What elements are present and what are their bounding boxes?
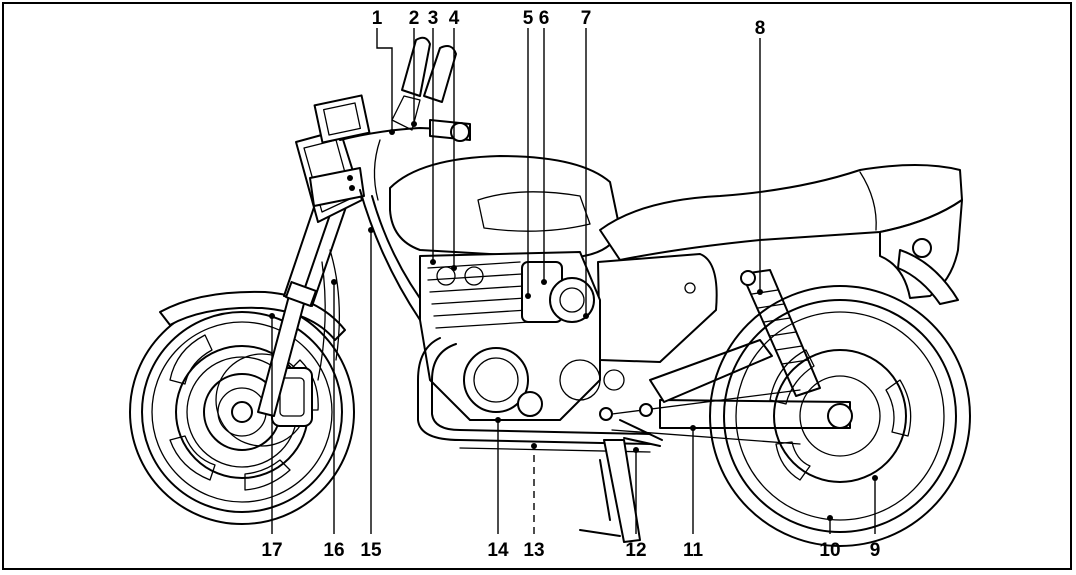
callout-3: 3 bbox=[428, 8, 439, 29]
callout-15: 15 bbox=[360, 540, 382, 561]
callout-12: 12 bbox=[625, 540, 646, 561]
frame-downtube bbox=[359, 189, 421, 321]
leader-1 bbox=[376, 28, 393, 132]
callout-leaders bbox=[269, 28, 878, 534]
engine bbox=[419, 251, 625, 421]
callout-2: 2 bbox=[409, 8, 420, 29]
rear-wheel bbox=[709, 285, 971, 547]
callout-13: 13 bbox=[523, 540, 544, 561]
handlebars bbox=[339, 36, 471, 201]
front-wheel bbox=[129, 299, 355, 525]
callout-10: 10 bbox=[819, 540, 840, 561]
callout-6: 6 bbox=[539, 8, 550, 29]
callout-11: 11 bbox=[683, 540, 704, 561]
front-fender bbox=[159, 290, 346, 341]
side-cover bbox=[597, 253, 718, 363]
callout-17: 17 bbox=[261, 540, 282, 561]
callout-4: 4 bbox=[449, 8, 460, 29]
fuel-tank bbox=[389, 155, 621, 259]
callout-7: 7 bbox=[581, 8, 592, 29]
chain-lower bbox=[611, 429, 801, 445]
callout-9: 9 bbox=[870, 540, 881, 561]
motorcycle-illustration bbox=[129, 36, 971, 547]
headlight-cluster bbox=[295, 94, 371, 223]
callout-1: 1 bbox=[372, 8, 383, 29]
tail-light bbox=[912, 238, 932, 258]
seat-seam bbox=[859, 171, 877, 231]
tank-knee-pad bbox=[477, 191, 591, 232]
callout-5: 5 bbox=[523, 8, 534, 29]
callout-8: 8 bbox=[755, 18, 766, 39]
seat bbox=[599, 164, 963, 261]
rear-fender bbox=[897, 249, 959, 305]
callout-16: 16 bbox=[323, 540, 344, 561]
footpeg bbox=[599, 407, 613, 421]
side-stand bbox=[579, 439, 641, 543]
rear-shock bbox=[740, 269, 821, 397]
callout-labels: 1 2 3 4 5 6 7 8 9 10 11 12 13 14 15 16 1… bbox=[261, 8, 880, 561]
callout-14: 14 bbox=[487, 540, 509, 561]
